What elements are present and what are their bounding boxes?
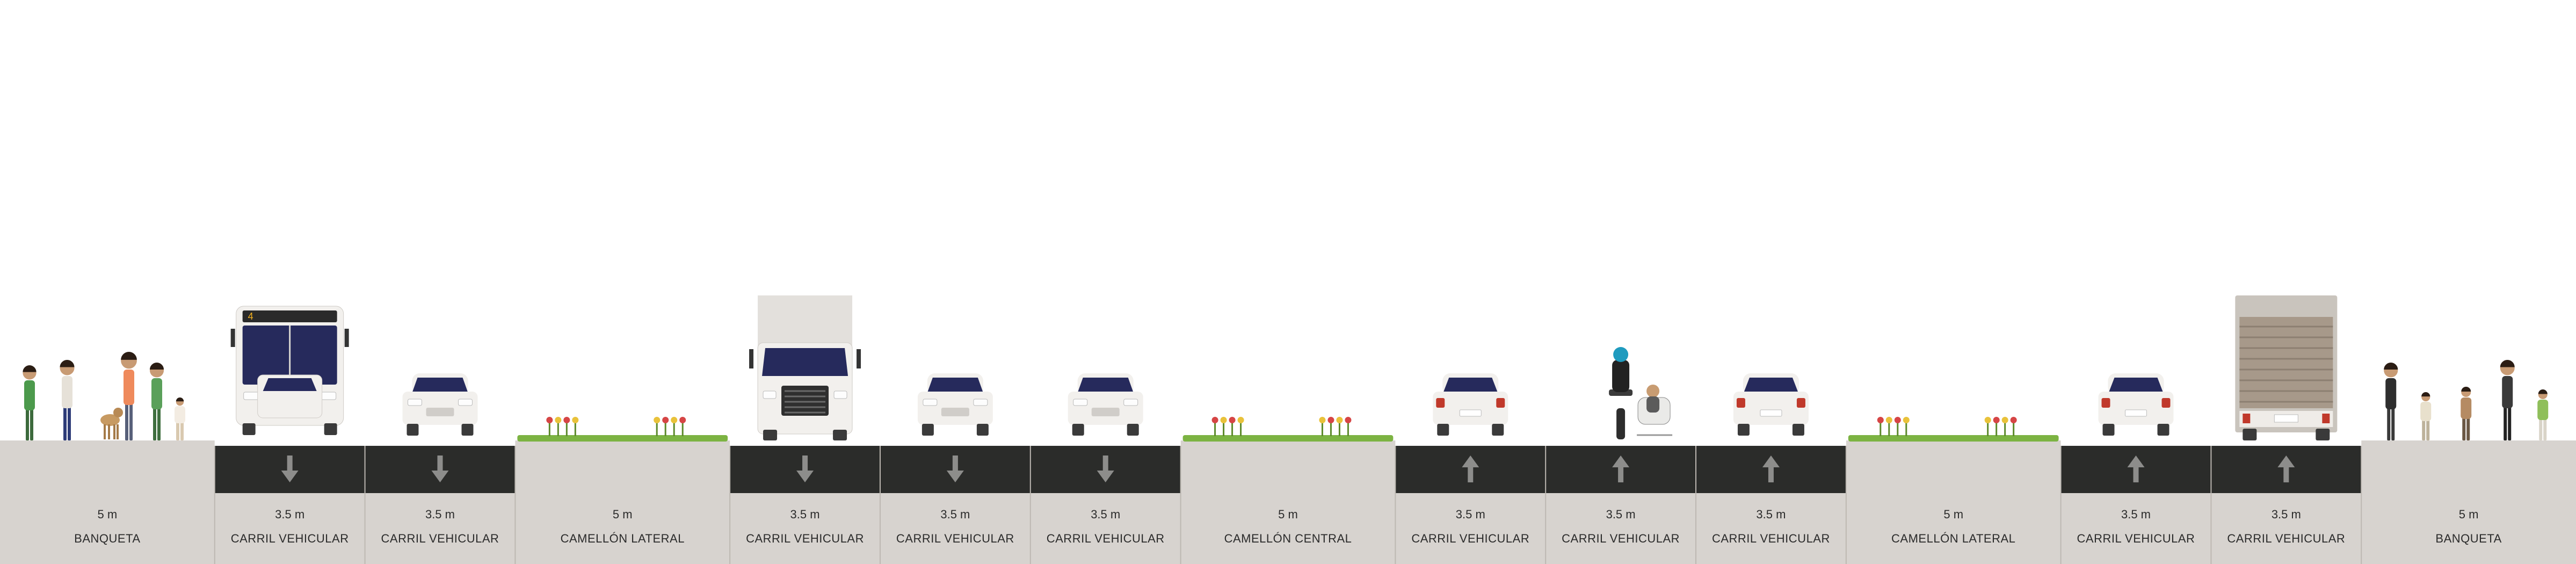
- arrow-up-icon: [1762, 455, 1780, 482]
- segment-4: 5 m CAMELLÓN LATERAL: [515, 0, 730, 564]
- pedestrian-icon: [2500, 360, 2515, 440]
- bus-route-number: 4: [248, 311, 253, 322]
- pedestrian-icon: [60, 360, 75, 440]
- median-base: [1846, 440, 2061, 564]
- segment-5: 3.5 m CARRIL VEHICULAR: [730, 0, 880, 564]
- segment-width-label: 5 m: [2458, 508, 2479, 521]
- motorcycle-icon: [1609, 347, 1673, 439]
- segment-10: 3.5 m CARRIL VEHICULAR: [1545, 0, 1696, 564]
- segment-width-label: 3.5 m: [790, 508, 820, 521]
- arrow-down-icon: [431, 455, 449, 482]
- segment-width-label: 3.5 m: [1756, 508, 1786, 521]
- pedestrian-icon: [2384, 362, 2398, 440]
- car-rear-icon: [1733, 373, 1809, 436]
- segment-name-label: CARRIL VEHICULAR: [2077, 532, 2195, 545]
- segment-12: 5 m CAMELLÓN LATERAL: [1846, 0, 2061, 564]
- sidewalk-base: [2361, 440, 2576, 564]
- planter-icon: [1848, 417, 2059, 442]
- segment-width-label: 3.5 m: [2121, 508, 2151, 521]
- segment-width-label: 5 m: [1943, 508, 1964, 521]
- segment-name-label: CARRIL VEHICULAR: [1711, 532, 1830, 545]
- planter-icon: [1182, 417, 1394, 442]
- truck-rear-icon: [2235, 295, 2338, 440]
- segment-name-label: CARRIL VEHICULAR: [896, 532, 1014, 545]
- arrow-up-icon: [1462, 455, 1479, 482]
- pedestrian-icon: [2420, 392, 2432, 440]
- segment-name-label: CARRIL VEHICULAR: [381, 532, 499, 545]
- pedestrian-icon: [121, 352, 137, 440]
- segment-name-label: CARRIL VEHICULAR: [230, 532, 349, 545]
- arrow-up-icon: [2277, 455, 2295, 482]
- segment-name-label: CARRIL VEHICULAR: [1411, 532, 1530, 545]
- pedestrian-icon: [175, 397, 185, 440]
- pedestrian-icon: [2461, 387, 2472, 440]
- segment-name-label: BANQUETA: [2435, 532, 2502, 545]
- arrow-down-icon: [946, 455, 964, 482]
- segment-1: 5 m BANQUETA: [0, 0, 215, 564]
- median-base: [1180, 440, 1396, 564]
- pedestrian-icon: [2537, 389, 2549, 440]
- planter-icon: [517, 417, 728, 442]
- arrow-up-icon: [2127, 455, 2145, 482]
- segment-name-label: BANQUETA: [74, 532, 141, 545]
- segment-name-label: CAMELLÓN LATERAL: [560, 532, 685, 545]
- dog-icon: [100, 408, 123, 439]
- median-base: [515, 440, 730, 564]
- segment-width-label: 3.5 m: [275, 508, 305, 521]
- segment-2: 3.5 m CARRIL VEHICULAR: [215, 0, 365, 564]
- segment-name-label: CARRIL VEHICULAR: [2227, 532, 2346, 545]
- segment-8: 5 m CAMELLÓN CENTRAL: [1181, 0, 1396, 564]
- truck-front-icon: [749, 295, 861, 440]
- segment-name-label: CAMELLÓN LATERAL: [1891, 532, 2016, 545]
- segment-name-label: CAMELLÓN CENTRAL: [1224, 532, 1352, 545]
- arrow-down-icon: [281, 455, 299, 482]
- arrow-up-icon: [1612, 455, 1630, 482]
- segment-width-label: 5 m: [612, 508, 633, 521]
- segment-width-label: 3.5 m: [940, 508, 970, 521]
- segment-3: 3.5 m CARRIL VEHICULAR: [365, 0, 516, 564]
- segment-13: 3.5 m CARRIL VEHICULAR: [2061, 0, 2211, 564]
- bus-front-icon: 4: [230, 306, 349, 435]
- car-front-icon: [402, 373, 478, 436]
- pedestrian-icon: [23, 365, 37, 440]
- segment-width-label: 3.5 m: [1455, 508, 1485, 521]
- segment-width-label: 5 m: [1278, 508, 1298, 521]
- arrow-down-icon: [1097, 455, 1114, 482]
- segment-name-label: CARRIL VEHICULAR: [1046, 532, 1165, 545]
- car-front-icon: [917, 373, 993, 436]
- segment-width-label: 3.5 m: [1091, 508, 1121, 521]
- segment-6: 3.5 m CARRIL VEHICULAR: [880, 0, 1031, 564]
- arrow-down-icon: [796, 455, 814, 482]
- car-front-icon: [1068, 373, 1143, 436]
- segment-11: 3.5 m CARRIL VEHICULAR: [1696, 0, 1846, 564]
- segment-width-label: 3.5 m: [425, 508, 455, 521]
- segment-14: 3.5 m CARRIL VEHICULAR: [2211, 0, 2361, 564]
- pedestrian-icon: [149, 363, 164, 440]
- segment-width-label: 3.5 m: [1606, 508, 1636, 521]
- car-rear-icon: [2098, 373, 2174, 436]
- sidewalk-base: [0, 440, 215, 564]
- segment-7: 3.5 m CARRIL VEHICULAR: [1031, 0, 1181, 564]
- segment-name-label: CARRIL VEHICULAR: [746, 532, 864, 545]
- car-rear-icon: [1433, 373, 1508, 436]
- segment-15: 5 m BANQUETA: [2361, 0, 2576, 564]
- segment-width-label: 5 m: [97, 508, 118, 521]
- segment-width-label: 3.5 m: [2271, 508, 2301, 521]
- segment-9: 3.5 m CARRIL VEHICULAR: [1395, 0, 1545, 564]
- segment-name-label: CARRIL VEHICULAR: [1562, 532, 1680, 545]
